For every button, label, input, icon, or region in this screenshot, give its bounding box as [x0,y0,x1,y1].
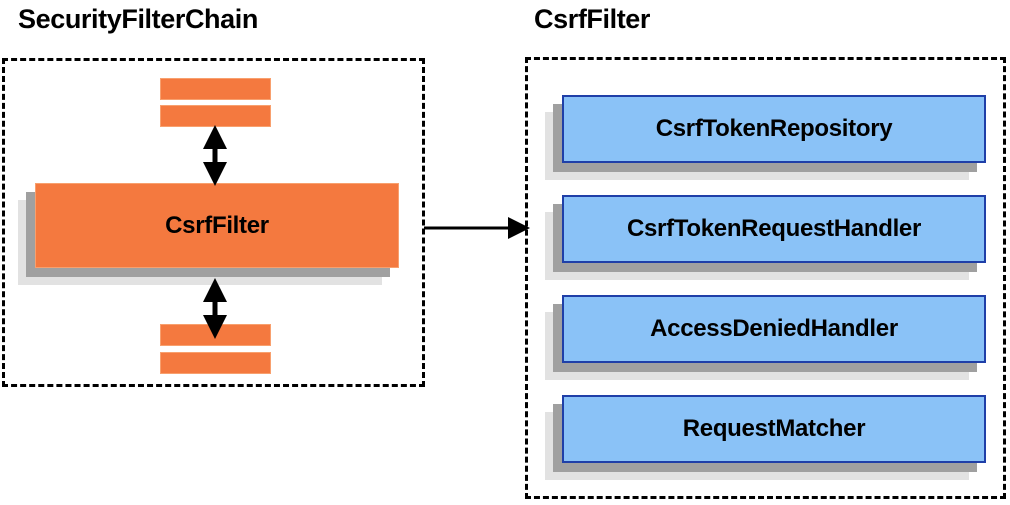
panel-link-arrow-icon [424,217,530,239]
csrf-filter-node-label: CsrfFilter [35,183,399,268]
right-panel-title: CsrfFilter [534,4,651,34]
filter-bar-below-2 [160,352,271,374]
filter-bar-above-1 [160,78,271,100]
csrf-filter-node[interactable]: CsrfFilter [18,183,399,285]
collaborator-node-request-matcher[interactable]: RequestMatcher [545,395,986,480]
collaborator-label: AccessDeniedHandler [562,295,986,363]
collaborator-node-access-denied-handler[interactable]: AccessDeniedHandler [545,295,986,380]
filter-bar-above-2 [160,105,271,127]
csrf-filter-detail-panel [525,57,1006,499]
filter-bar-below-1 [160,324,271,346]
collaborator-node-csrf-token-request-handler[interactable]: CsrfTokenRequestHandler [545,195,986,280]
collaborator-label: RequestMatcher [562,395,986,463]
left-panel-title: SecurityFilterChain [18,4,258,34]
security-filter-chain-panel [2,58,425,387]
collaborator-node-csrf-token-repository[interactable]: CsrfTokenRepository [545,95,986,180]
collaborator-label: CsrfTokenRequestHandler [562,195,986,263]
collaborator-label: CsrfTokenRepository [562,95,986,163]
